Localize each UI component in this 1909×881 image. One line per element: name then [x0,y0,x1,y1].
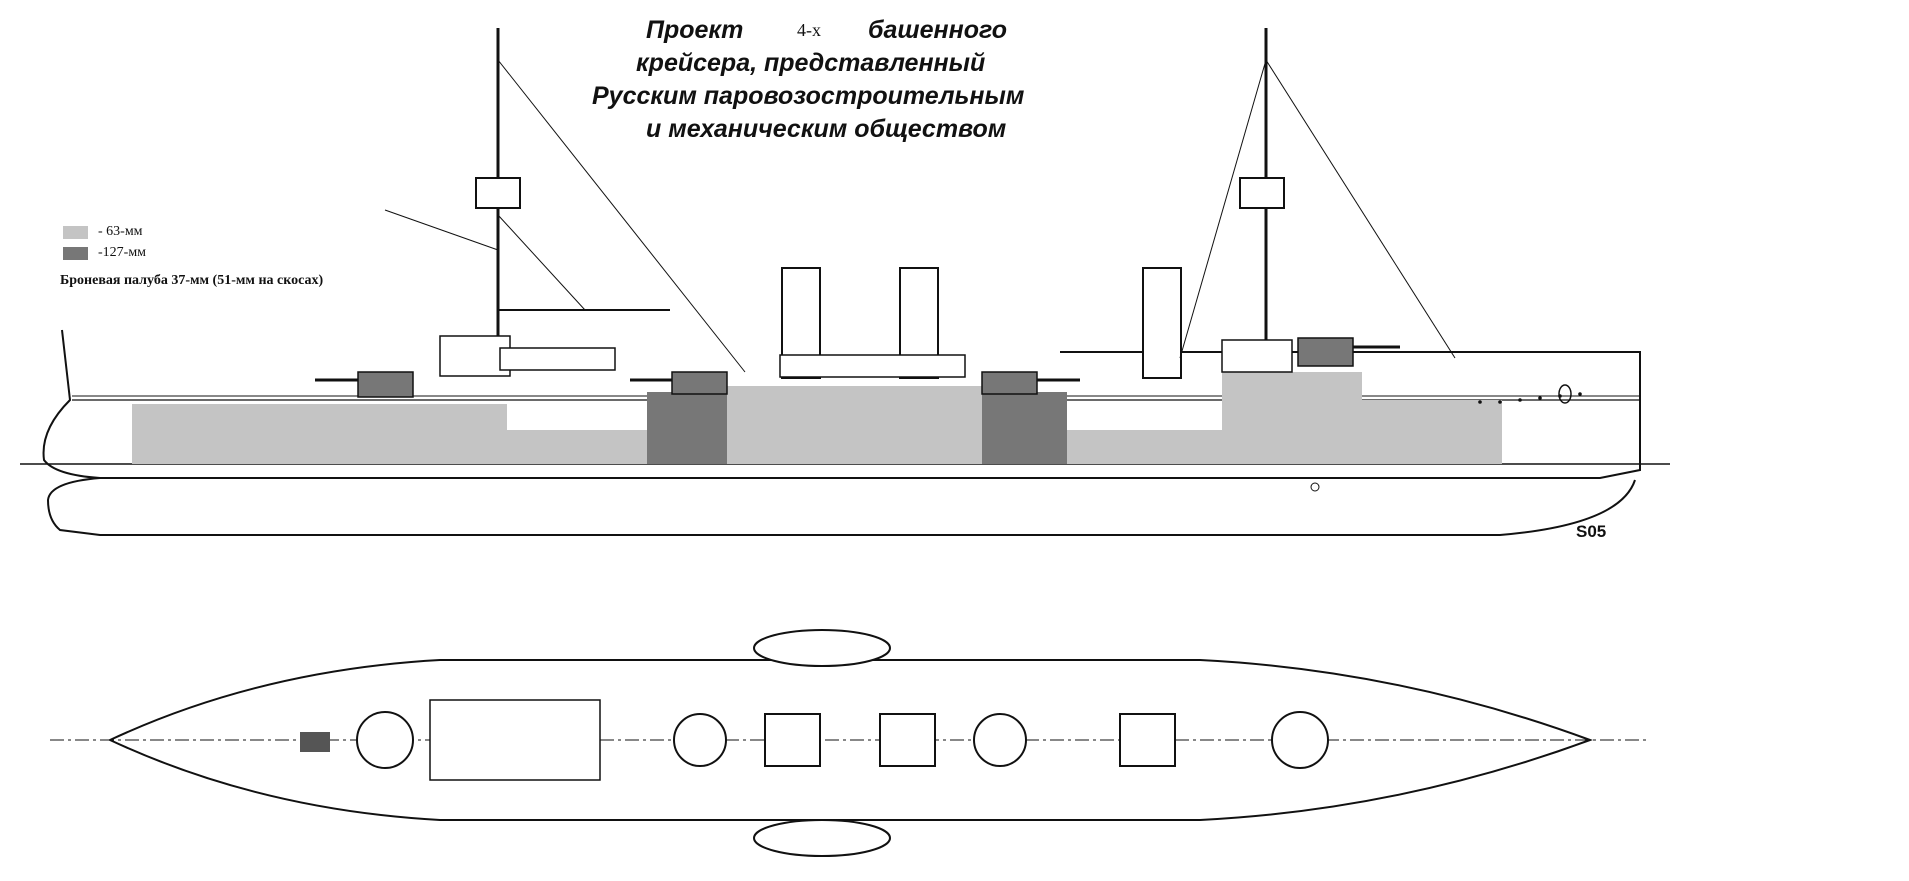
midship-boats [779,354,966,378]
armor-127mm-turret-a [647,392,727,464]
armor-127mm-turret-b [982,392,1067,464]
forward-boat [499,347,616,371]
plan-turret-aft [1271,711,1329,769]
plan-funnel-2 [879,713,936,767]
armor-deck-note: Броневая палуба 37-мм (51-мм на скосах) [60,273,324,288]
turret-aft [1297,337,1354,367]
legend-swatch-63mm [63,226,88,239]
title-line-4: и механическим обществом [646,115,1007,143]
armor-63mm-mid1 [507,430,647,464]
turret-midship-b [981,371,1038,395]
main-turrets [315,337,1400,398]
title-word-turret: башенного [868,16,1007,44]
legend-label-63mm: - 63-мм [98,224,143,239]
armor-63mm-aft2 [1362,400,1502,464]
turret-forward [357,371,414,398]
armor-63mm-forward [342,404,507,464]
plan-capstan [300,732,330,752]
plan-turrets [356,711,1329,769]
title-turret-count: 4-х [797,20,821,40]
title-line-3: Русским паровозостроительным [592,82,1025,110]
underwater-hull [46,477,1636,536]
armor-belt [132,372,1502,464]
plan-funnels [764,713,1176,767]
plan-turret-mid-a [673,713,727,767]
legend-label-127mm: -127-мм [98,245,147,260]
funnel-3 [1142,267,1182,379]
armor-63mm-aft1 [1222,372,1362,464]
armor-63mm-bow [132,404,342,464]
title-word-project: Проект [646,16,744,44]
plan-turret-forward [356,711,414,769]
boat-starboard [753,819,891,857]
plan-turret-mid-b [973,713,1027,767]
artist-signature: S05 [1576,522,1607,541]
plan-funnel-3 [1119,713,1176,767]
aft-bridge [1221,339,1293,373]
plan-funnel-1 [764,713,821,767]
armor-63mm-mid2 [727,386,982,464]
plan-forward-deckhouse [429,699,601,781]
turret-midship-a [671,371,728,395]
forward-bridge [439,335,511,377]
legend-swatch-127mm [63,247,88,260]
title-line-2: крейсера, представленный [636,49,986,77]
hawse-pipe [1558,384,1572,404]
armor-63mm-mid3 [1067,430,1222,464]
masts [384,28,1456,373]
boat-port [753,629,891,667]
